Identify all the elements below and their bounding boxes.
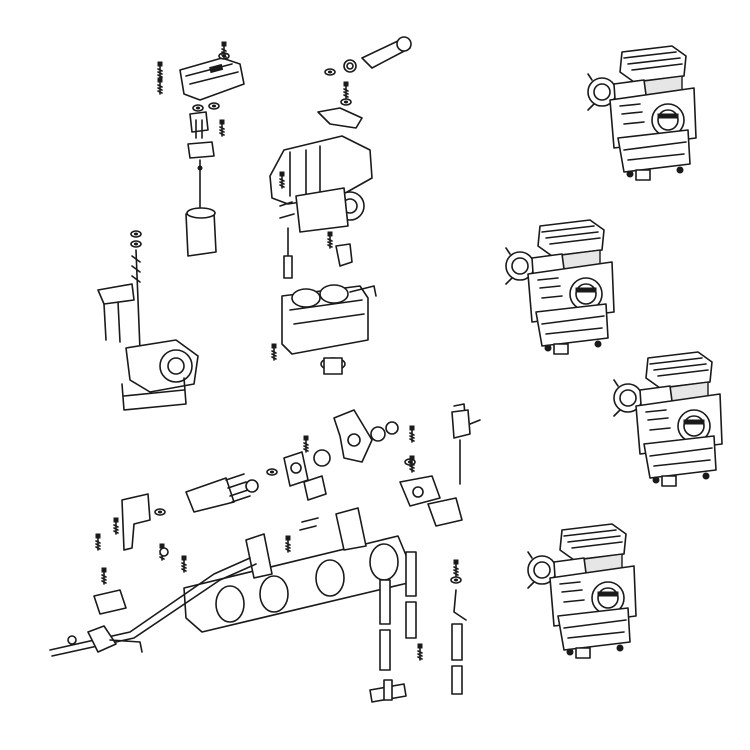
needle-clip [189,111,209,133]
float-needle-valve [335,243,353,267]
choke-linkage [399,403,481,527]
float-cover-group [157,41,245,257]
cover-screw [157,61,163,79]
assembled-carburetors [505,45,723,659]
carburetor-body [269,135,373,205]
adjuster-sleeve [451,623,463,661]
assembled-carburetor-4 [527,523,637,659]
return-spring-housing [185,477,235,513]
intake-manifold-group [49,493,467,703]
carburetor-cutaway [97,230,199,411]
assembled-carburetor-3 [613,351,723,487]
balance-tube-1 [379,579,391,625]
assembled-carburetor-1 [587,45,697,181]
throttle-lever [333,409,373,463]
assembled-carburetor-2 [505,219,615,355]
choke-lever [399,475,441,507]
idle-screw-rod [135,249,141,351]
linkage-parts [185,409,416,513]
throttle-shaft [49,557,251,651]
carburetor-body-exploded [269,36,412,375]
mounting-bracket [121,493,151,551]
